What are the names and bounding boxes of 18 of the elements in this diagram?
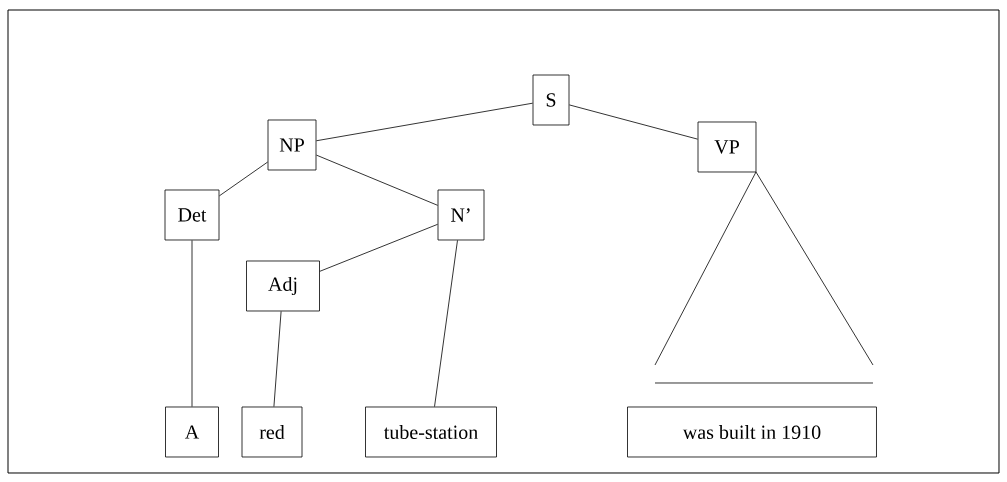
tree-branch <box>191 240 193 407</box>
tree-branch <box>319 223 438 272</box>
tree-branch <box>316 102 533 142</box>
tree-node-box: N’ <box>437 189 485 241</box>
tree-node-box: VP <box>697 121 757 173</box>
tree-node-box: A <box>165 406 219 458</box>
tree-node-box: red <box>241 406 303 458</box>
tree-node-box: S <box>532 74 570 126</box>
tree-node-box: tube-station <box>365 406 497 458</box>
tree-branch <box>273 311 282 407</box>
tree-branch <box>316 154 438 206</box>
tree-node-box: was built in 1910 <box>627 406 877 458</box>
tree-node-box: Det <box>164 189 220 241</box>
tree-branch <box>219 161 268 197</box>
tree-node-box: NP <box>267 119 317 171</box>
tree-branch <box>569 104 698 140</box>
tree-node-box: Adj <box>246 260 320 312</box>
tree-branch <box>434 240 458 407</box>
